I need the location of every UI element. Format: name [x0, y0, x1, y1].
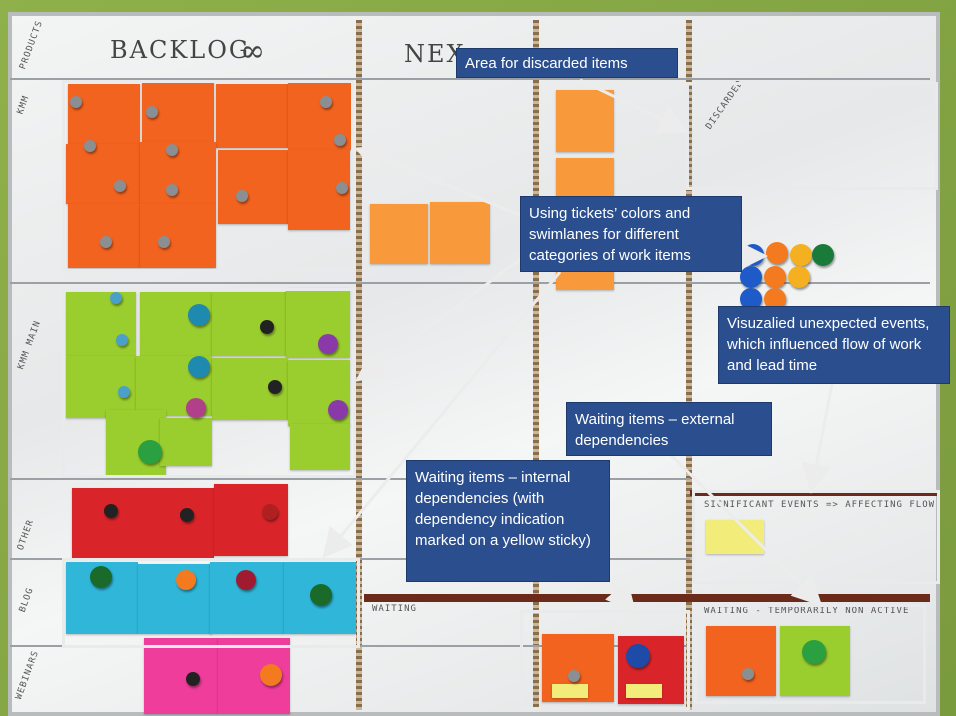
- sticky-note: [140, 204, 216, 268]
- dependency-sticky: [552, 684, 588, 698]
- callout-colors: Using tickets’ colors and swimlanes for …: [520, 196, 742, 272]
- lane-divider: [10, 78, 930, 80]
- magnet: [90, 566, 112, 588]
- sticky-note: [430, 202, 490, 264]
- smiley-magnet: [766, 242, 788, 264]
- magnet: [742, 668, 754, 680]
- lane-divider: [10, 478, 690, 480]
- sticky-note: [212, 292, 288, 356]
- highlight-discarded: [686, 82, 938, 190]
- column-title-next: NEX: [404, 40, 466, 68]
- magnet: [262, 504, 278, 520]
- sticky-note: [72, 488, 214, 558]
- sticky-note: [216, 84, 288, 148]
- magnet: [100, 236, 112, 248]
- magnet: [236, 570, 256, 590]
- column-divider: [686, 20, 692, 710]
- magnet: [320, 96, 332, 108]
- magnet: [318, 334, 338, 354]
- magnet: [186, 398, 206, 418]
- magnet: [310, 584, 332, 606]
- magnet: [626, 644, 650, 668]
- sticky-note: [214, 484, 288, 556]
- sticky-note: [140, 142, 216, 204]
- column-title-backlog: BACKLOG: [110, 36, 251, 64]
- magnet: [328, 400, 348, 420]
- magnet: [186, 672, 200, 686]
- sticky-note: [160, 418, 212, 466]
- dependency-sticky: [626, 684, 662, 698]
- callout-external: Waiting items – external dependencies: [566, 402, 772, 456]
- significant-events-label: SIGNIFICANT EVENTS => AFFECTING FLOW: [704, 500, 936, 510]
- smiley-magnet: [764, 266, 786, 288]
- magnet: [268, 380, 282, 394]
- smiley-magnet: [790, 244, 812, 266]
- sticky-note: [68, 84, 140, 144]
- waiting-label: WAITING: [372, 604, 417, 614]
- magnet: [334, 134, 346, 146]
- magnet: [146, 106, 158, 118]
- magnet: [114, 180, 126, 192]
- callout-discarded: Area for discarded items: [456, 48, 678, 78]
- sticky-note: [66, 144, 140, 204]
- magnet: [260, 320, 274, 334]
- magnet: [118, 386, 130, 398]
- magnet: [70, 96, 82, 108]
- smiley-magnet: [788, 266, 810, 288]
- sticky-note: [218, 150, 288, 224]
- sticky-note: [556, 90, 614, 152]
- blue-magnet: [740, 266, 762, 288]
- lane-divider: [10, 282, 930, 284]
- magnet: [802, 640, 826, 664]
- magnet: [180, 508, 194, 522]
- magnet: [166, 184, 178, 196]
- column-divider: [533, 20, 539, 710]
- smiley-magnet: [260, 664, 282, 686]
- magnet: [336, 182, 348, 194]
- smiley-magnet: [764, 288, 786, 310]
- magnet: [110, 292, 122, 304]
- magnet: [116, 334, 128, 346]
- magnet: [138, 440, 162, 464]
- sticky-note: [144, 638, 218, 714]
- magnet: [158, 236, 170, 248]
- magnet: [568, 670, 580, 682]
- highlight-kmm: [62, 80, 354, 272]
- magnet: [166, 144, 178, 156]
- magnet: [236, 190, 248, 202]
- blue-magnet: [740, 288, 762, 310]
- magnet: [104, 504, 118, 518]
- magnet: [84, 140, 96, 152]
- sticky-note: [290, 424, 350, 470]
- waiting-bar: [364, 594, 930, 602]
- callout-unexpected: Visuzalied unexpected events, which infl…: [718, 306, 950, 384]
- highlight-kmm-main: [62, 288, 356, 478]
- callout-internal: Waiting items – internal dependencies (w…: [406, 460, 610, 582]
- magnet: [188, 304, 210, 326]
- waiting-inactive-label: WAITING - TEMPORARILY NON ACTIVE: [704, 606, 910, 616]
- sticky-note: [706, 626, 776, 696]
- green-magnet: [812, 244, 834, 266]
- sticky-note: [370, 204, 428, 264]
- highlight-blog: [62, 558, 360, 648]
- infinity-symbol: ∞: [240, 34, 267, 69]
- magnet: [188, 356, 210, 378]
- smiley-magnet: [176, 570, 196, 590]
- sticky-note: [138, 564, 212, 634]
